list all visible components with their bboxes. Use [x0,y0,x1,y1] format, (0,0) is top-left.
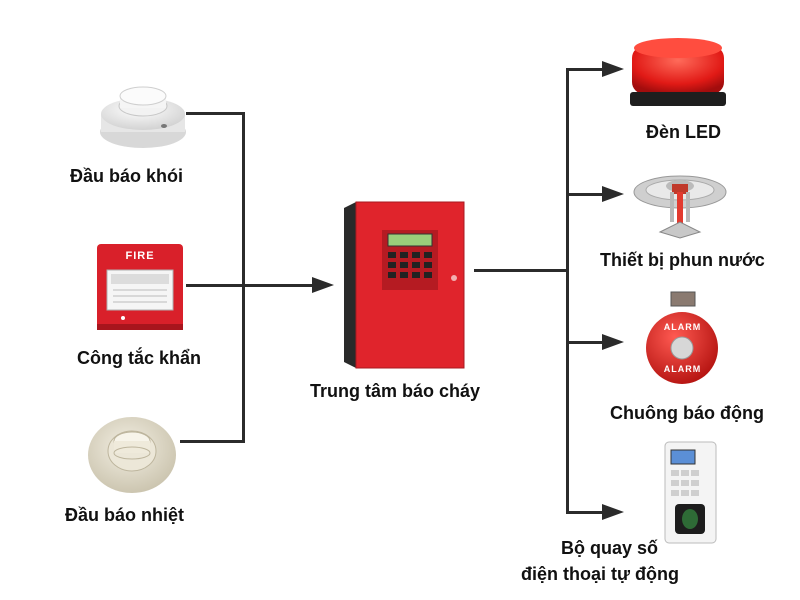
connector-to-panel [244,284,316,287]
connector-heat [180,440,244,443]
connector-callpoint [186,284,244,287]
call-point-fire-sign: FIRE [125,250,155,262]
bell-label: Chuông báo động [610,403,764,423]
smoke-detector-icon [98,82,188,157]
panel-label: Trung tâm báo cháy [310,381,481,401]
connector-bell [566,341,606,344]
manual-call-point: FIRE [95,240,185,332]
connector-smoke [186,112,244,115]
arrow-to-panel [312,277,334,293]
right-bus [566,68,569,514]
arrow-to-sprinkler [602,186,624,202]
auto-dialer-icon [663,440,718,550]
arrow-to-led [602,61,624,77]
sprinkler-icon [630,162,730,252]
heat-detector-label: Đầu báo nhiệt [65,505,185,525]
bell-text-top: ALARM [663,322,702,332]
dialer-label-line2: điện thoại tự động [521,564,680,584]
arrow-to-bell [602,334,624,350]
connector-led [566,68,606,71]
led-label: Đèn LED [646,122,722,142]
heat-detector-icon [85,405,180,500]
dialer-label-line1: Bộ quay số [561,538,659,558]
arrow-to-dialer [602,504,624,520]
connector-from-panel [474,269,567,272]
sprinkler-label: Thiết bị phun nước [600,250,765,270]
connector-sprinkler [566,193,606,196]
fire-alarm-panel [342,200,467,375]
connector-dialer [566,511,606,514]
left-bus [242,112,245,443]
manual-call-point-label: Công tắc khẩn [77,348,202,368]
led-light-icon [628,32,728,117]
alarm-bell: ALARM ALARM [645,290,720,395]
smoke-detector-label: Đầu báo khói [70,166,184,186]
bell-text-bottom: ALARM [663,364,702,374]
